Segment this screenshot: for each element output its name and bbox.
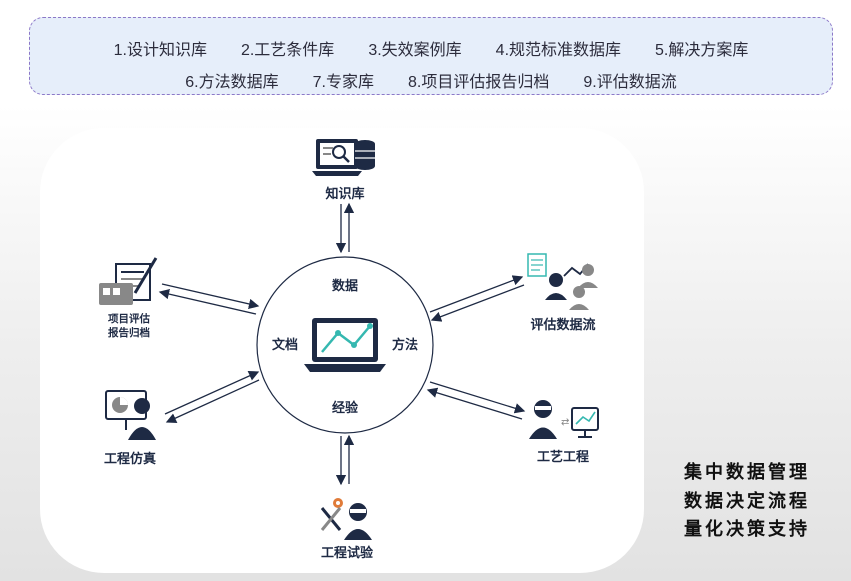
node-label-eng-test: 工程试验	[321, 545, 374, 560]
db-item: 3.失效案例库	[368, 42, 462, 59]
center-label-method: 方法	[392, 337, 418, 352]
arrow-proc-out	[429, 381, 526, 414]
presentation-simulation-icon	[105, 390, 156, 440]
slogan-line: 集中数据管理	[684, 462, 810, 482]
team-analysis-icon	[527, 253, 598, 310]
db-item: 7.专家库	[312, 74, 374, 91]
db-item: 4.规范标准数据库	[495, 42, 622, 59]
database-row-2: 6.方法数据库 7.专家库 8.项目评估报告归档 9.评估数据流	[30, 68, 832, 92]
node-label-knowledge-base: 知识库	[325, 186, 364, 201]
engineer-monitor-icon: ⇄	[529, 400, 599, 439]
slogan-line: 量化决策支持	[684, 519, 810, 539]
db-item: 8.项目评估报告归档	[408, 74, 550, 91]
arrow-proc-in	[426, 387, 523, 420]
svg-text:⇄: ⇄	[561, 417, 569, 428]
node-label-report-line2: 报告归档	[108, 326, 150, 339]
database-row-1: 1.设计知识库 2.工艺条件库 3.失效案例库 4.规范标准数据库 5.解决方案…	[30, 36, 832, 60]
node-label-eng-simulation: 工程仿真	[104, 451, 156, 466]
db-item: 1.设计知识库	[113, 42, 207, 59]
db-item: 9.评估数据流	[583, 74, 677, 91]
node-label-process-eng: 工艺工程	[537, 449, 589, 464]
arrow-eval-in	[430, 284, 525, 322]
flow-arrows	[158, 202, 526, 486]
node-label-report-line1: 项目评估	[108, 312, 150, 325]
database-search-icon	[312, 139, 375, 176]
arrow-report-in	[161, 283, 260, 310]
center-label-experience: 经验	[332, 400, 359, 415]
db-item: 2.工艺条件库	[240, 42, 335, 59]
db-item: 6.方法数据库	[185, 74, 279, 91]
center-label-data: 数据	[332, 278, 358, 293]
node-label-eval-dataflow: 评估数据流	[530, 317, 595, 332]
slogan-line: 数据决定流程	[684, 491, 810, 511]
arrow-sim-in	[164, 371, 260, 415]
tools-engineer-icon	[320, 498, 372, 540]
center-label-docs: 文档	[272, 337, 298, 352]
arrow-eval-out	[429, 275, 524, 313]
report-document-icon	[99, 257, 158, 305]
database-list-panel: 1.设计知识库 2.工艺条件库 3.失效案例库 4.规范标准数据库 5.解决方案…	[29, 17, 833, 95]
laptop-chart-icon	[304, 318, 386, 372]
arrow-report-out	[158, 288, 257, 315]
arrow-sim-out	[165, 379, 260, 423]
db-item: 5.解决方案库	[655, 42, 749, 59]
